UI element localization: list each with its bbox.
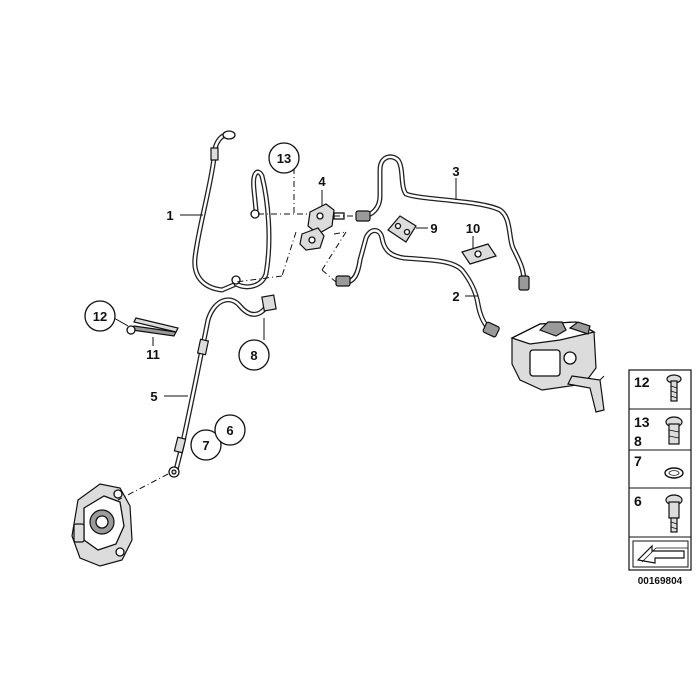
bleed-screw-icon: [665, 494, 683, 533]
callout-10: 10: [466, 221, 480, 236]
svg-text:6: 6: [226, 423, 233, 438]
abs-hydraulic-unit: [510, 321, 605, 413]
part-10-bracket-plate: [461, 243, 497, 265]
part-2-brake-pipe: [335, 228, 500, 338]
legend-row-8: 8: [634, 433, 642, 449]
svg-text:8: 8: [250, 348, 257, 363]
direction-arrow-icon: [632, 540, 689, 568]
callout-13-circle: 13: [268, 142, 300, 174]
part-5-brake-hose: [168, 294, 277, 478]
leader-lines: [113, 168, 478, 501]
callout-11: 11: [146, 347, 160, 362]
callout-9: 9: [430, 221, 437, 236]
callout-2: 2: [452, 289, 459, 304]
circled-callouts: 13 12 8 7 6: [84, 142, 300, 461]
callout-7-circle: 7: [190, 429, 222, 461]
callout-8-circle: 8: [238, 339, 270, 371]
banjo-bolt-icon: [665, 416, 683, 445]
legend-row-13: 13: [634, 414, 650, 430]
part-4-junction-block: [299, 203, 345, 251]
svg-text:7: 7: [202, 438, 209, 453]
callout-labels: 1 2 3 4 5 9 10 11: [146, 164, 480, 404]
legend-row-6: 6: [634, 493, 642, 509]
legend-row-12: 12: [634, 374, 650, 390]
part-9-pipe-clip: [387, 215, 417, 243]
svg-text:12: 12: [93, 309, 107, 324]
svg-text:13: 13: [277, 151, 291, 166]
callout-3: 3: [452, 164, 459, 179]
brake-caliper: [71, 483, 133, 567]
callout-6-circle: 6: [214, 414, 246, 446]
document-number: 00169804: [638, 576, 683, 587]
part-11-holder: [126, 317, 179, 337]
callout-5: 5: [150, 389, 157, 404]
part-1-brake-hose: [192, 130, 272, 293]
callout-12-circle: 12: [84, 300, 116, 332]
callout-1: 1: [166, 208, 173, 223]
part-3-brake-pipe: [355, 154, 530, 291]
callout-4: 4: [318, 174, 326, 189]
bolt-icon: [666, 374, 682, 402]
legend-row-7: 7: [634, 453, 642, 469]
small-parts-legend: 12 13 8 7 6: [628, 369, 692, 587]
sealing-ring-icon: [664, 467, 684, 479]
